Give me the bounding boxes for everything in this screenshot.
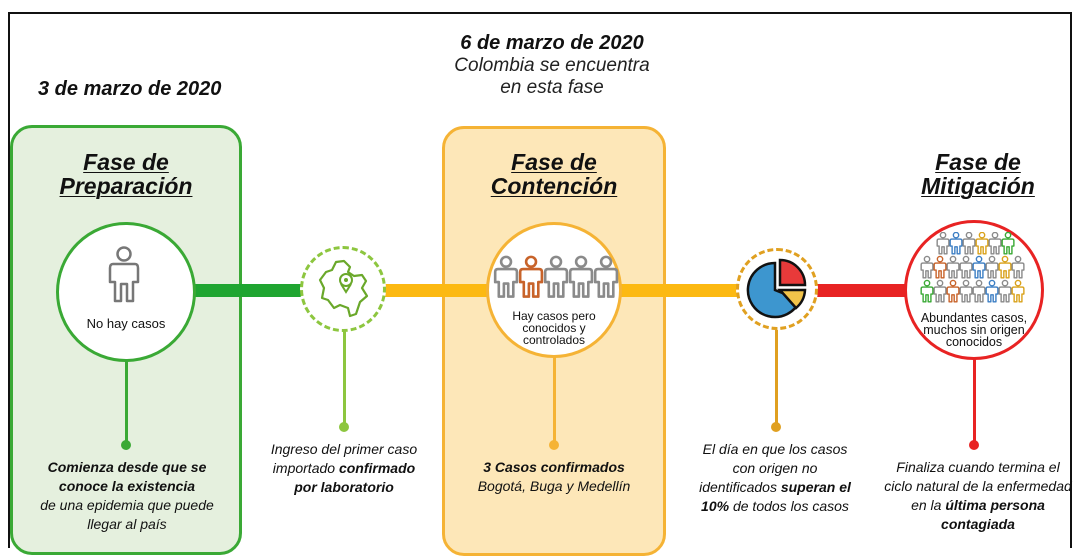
caption-4-line4b: de todos los casos	[729, 498, 849, 514]
caption-2-line2a: importado	[272, 460, 339, 476]
crowd-person-icon-9	[946, 255, 960, 279]
title-contencion: Fase de Contención	[466, 150, 642, 198]
title-contencion-line1: Fase de	[511, 149, 597, 175]
date-contencion: 6 de marzo de 2020	[460, 32, 644, 54]
caption-4-line2: con origen no	[732, 460, 818, 476]
title-preparacion-line2: Preparación	[59, 173, 193, 199]
center-subtitle: Colombia se encuentra en esta fase	[440, 55, 664, 99]
caption-1-line4: llegar al país	[87, 516, 167, 532]
caption-preparacion: Comienza desde que se conoce la existenc…	[18, 458, 236, 534]
person-icon-5	[593, 255, 619, 298]
center-subtitle-line1: Colombia se encuentra	[454, 55, 650, 76]
crowd-person-icon-4	[975, 232, 989, 255]
circle-contencion-text-2: conocidos y	[522, 321, 586, 335]
diagram-frame	[8, 12, 1072, 548]
person-icon-3	[543, 255, 569, 298]
dot-5	[969, 440, 979, 450]
dot-1	[121, 440, 131, 450]
crowd-person-icon-5	[988, 232, 1002, 255]
connector-yellow-2	[616, 284, 740, 297]
caption-2-line2b: confirmado	[338, 460, 416, 476]
caption-1-line1: Comienza desde que se	[47, 459, 207, 475]
caption-1-line3: de una epidemia que puede	[40, 497, 214, 513]
caption-4-line3a: identificados	[699, 479, 781, 495]
dot-4	[771, 422, 781, 432]
circle-mitigacion-text-2: muchos sin origen	[923, 323, 1025, 337]
crowd-person-icon-11	[972, 255, 986, 279]
crowd-person-icon-2	[949, 232, 963, 255]
crowd-person-icon-18	[959, 279, 973, 303]
circle-contencion-text-3: controlados	[522, 333, 586, 347]
caption-2-line3: por laboratorio	[294, 479, 394, 495]
title-preparacion-line1: Fase de	[83, 149, 169, 175]
crowd-person-icon-20	[985, 279, 999, 303]
pie-chart-icon	[746, 258, 807, 319]
caption-contencion: 3 Casos confirmados Bogotá, Buga y Medel…	[452, 458, 656, 496]
circle-mitigacion	[904, 220, 1044, 360]
caption-primer-caso: Ingreso del primer caso importado confir…	[246, 440, 442, 497]
crowd-person-icon-17	[946, 279, 960, 303]
title-mitigacion-line2: Mitigación	[921, 173, 1035, 199]
caption-3-line1: 3 Casos confirmados	[483, 459, 625, 475]
caption-umbral: El día en que los casos con origen no id…	[680, 440, 870, 516]
title-preparacion: Fase de Preparación	[40, 150, 212, 198]
stem-3	[553, 352, 556, 444]
crowd-person-icon-7	[920, 255, 934, 279]
person-icon-2	[518, 255, 544, 298]
caption-3-line2: Bogotá, Buga y Medellín	[477, 478, 631, 494]
connector-red	[812, 284, 912, 297]
title-mitigacion: Fase de Mitigación	[895, 150, 1061, 198]
circle-mitigacion-text: Abundantes casos, muchos sin origen cono…	[914, 311, 1034, 349]
center-subtitle-line2: en esta fase	[500, 77, 604, 98]
circle-contencion-text: Hay casos pero conocidos y controlados	[500, 310, 608, 346]
caption-5-line3b: última persona	[945, 497, 1045, 513]
crowd-icon	[920, 232, 1025, 303]
circle-mitigacion-text-1: Abundantes casos,	[920, 311, 1028, 325]
crowd-person-icon-10	[959, 255, 973, 279]
person-icon-1	[493, 255, 519, 298]
crowd-person-icon-6	[1001, 232, 1015, 255]
crowd-person-icon-19	[972, 279, 986, 303]
caption-4-line3b: superan el	[780, 479, 851, 495]
caption-4-line1: El día en que los casos	[702, 441, 848, 457]
circle-preparacion-text: No hay casos	[86, 316, 166, 331]
person-icon-4	[568, 255, 594, 298]
colombia-map-icon	[318, 259, 369, 318]
crowd-person-icon-12	[985, 255, 999, 279]
dot-3	[549, 440, 559, 450]
person-icon	[108, 246, 140, 303]
stem-1	[125, 358, 128, 444]
caption-4-line4a: 10%	[701, 498, 730, 514]
crowd-person-icon-15	[920, 279, 934, 303]
stem-2	[343, 330, 346, 426]
caption-5-line2: ciclo natural de la enfermedad	[884, 478, 1072, 494]
caption-5-line1: Finaliza cuando termina el	[896, 459, 1060, 475]
title-mitigacion-line1: Fase de	[935, 149, 1021, 175]
crowd-person-icon-13	[998, 255, 1012, 279]
people-group-icon	[493, 255, 619, 298]
crowd-person-icon-1	[936, 232, 950, 255]
circle-contencion-text-1: Hay casos pero	[512, 309, 596, 323]
stem-5	[973, 358, 976, 444]
caption-5-line4: contagiada	[941, 516, 1015, 532]
dot-2	[339, 422, 349, 432]
stem-4	[775, 330, 778, 426]
crowd-person-icon-14	[1011, 255, 1025, 279]
crowd-person-icon-3	[962, 232, 976, 255]
crowd-person-icon-8	[933, 255, 947, 279]
connector-yellow-1	[384, 284, 492, 297]
title-contencion-line2: Contención	[490, 173, 618, 199]
circle-mitigacion-text-3: conocidos	[945, 335, 1003, 349]
caption-1-line2: conoce la existencia	[58, 478, 196, 494]
crowd-person-icon-21	[998, 279, 1012, 303]
caption-5-line3a: en la	[911, 497, 946, 513]
crowd-person-icon-16	[933, 279, 947, 303]
caption-2-line1: Ingreso del primer caso	[270, 441, 418, 457]
caption-mitigacion: Finaliza cuando termina el ciclo natural…	[880, 458, 1076, 534]
connector-green	[192, 284, 302, 297]
crowd-person-icon-22	[1011, 279, 1025, 303]
date-preparacion: 3 de marzo de 2020	[38, 78, 222, 100]
